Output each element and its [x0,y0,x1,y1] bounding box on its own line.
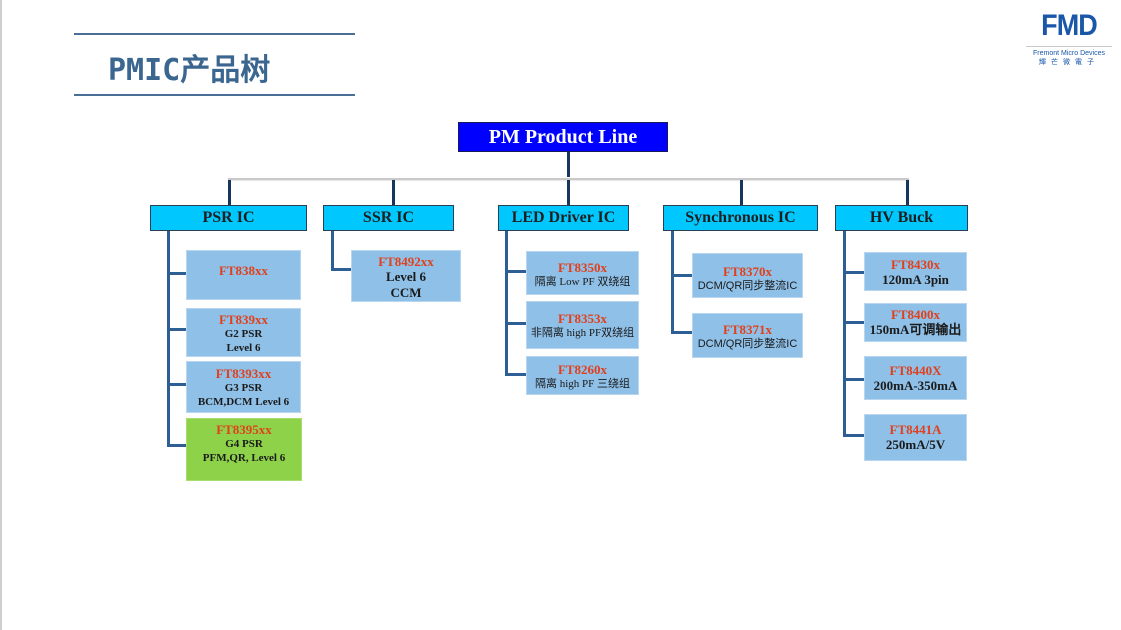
product-node-highlighted: FT8395xx G4 PSR PFM,QR, Level 6 [186,418,302,481]
sync-trunk [671,231,674,333]
category-synchronous-ic: Synchronous IC [663,205,818,231]
led-branch [505,322,527,325]
product-code: FT8260x [557,362,608,377]
psr-trunk [167,231,170,447]
product-desc: 隔离 Low PF 双绕组 [534,276,631,288]
category-hv-buck: HV Buck [835,205,968,231]
product-code: FT8370x [722,264,773,279]
psr-branch [167,328,187,331]
hvbuck-branch [843,378,865,381]
category-psr-ic: PSR IC [150,205,307,231]
category-ssr-ic: SSR IC [323,205,454,231]
product-node: FT8492xx Level 6 CCM [351,250,461,302]
product-node: FT8393xx G3 PSR BCM,DCM Level 6 [186,361,301,413]
psr-branch [167,444,187,447]
product-code: FT8393xx [215,366,272,381]
product-desc: 隔离 high PF 三绕组 [534,378,631,390]
drop-hvbuck [906,180,909,206]
product-code: FT8492xx [378,254,434,269]
logo-company-cn: 輝芒微電子 [1039,58,1099,66]
product-node: FT8370x DCM/QR同步整流IC [692,253,803,298]
hvbuck-branch [843,434,865,437]
product-desc: DCM/QR同步整流IC [697,280,798,292]
product-code: FT838xx [218,263,269,278]
hvbuck-trunk [843,231,846,437]
drop-psr [228,180,231,206]
ssr-branch [331,268,352,271]
product-desc: 200mA-350mA [873,378,958,393]
product-code: FT8441A [889,422,942,437]
product-code: FT8400x [890,307,941,322]
product-desc: Level 6 [226,342,261,354]
product-desc: 250mA/5V [885,437,946,452]
company-logo: FMD Fremont Micro Devices 輝芒微電子 [1024,10,1114,67]
product-node: FT8353x 非隔离 high PF双绕组 [526,301,639,349]
led-branch [505,373,527,376]
root-connector [567,152,570,177]
drop-sync [740,180,743,206]
product-node: FT839xx G2 PSR Level 6 [186,308,301,357]
logo-divider [1026,46,1112,47]
hvbuck-branch [843,321,865,324]
product-desc: G4 PSR [225,438,263,450]
product-desc: DCM/QR同步整流IC [697,338,798,350]
product-desc: G3 PSR [224,382,263,394]
product-desc: PFM,QR, Level 6 [202,452,286,464]
sync-branch [671,274,694,277]
product-desc: 120mA 3pin [882,272,949,287]
psr-branch [167,272,187,275]
product-desc: BCM,DCM Level 6 [197,396,290,408]
product-node: FT8440X 200mA-350mA [864,356,967,400]
product-code: FT8371x [722,322,773,337]
product-node: FT838xx [186,250,301,300]
product-desc: 非隔离 high PF双绕组 [530,327,635,339]
drop-ssr [392,180,395,206]
product-desc: G2 PSR [224,328,263,340]
product-node: FT8260x 隔离 high PF 三绕组 [526,356,639,395]
led-branch [505,270,527,273]
product-node: FT8441A 250mA/5V [864,414,967,461]
product-node: FT8371x DCM/QR同步整流IC [692,313,803,358]
category-led-driver-ic: LED Driver IC [498,205,629,231]
product-node: FT8350x 隔离 Low PF 双绕组 [526,251,639,295]
led-trunk [505,231,508,376]
drop-led [567,180,570,206]
page-title: PMIC产品树 [108,53,271,88]
title-rule-bottom [74,94,355,96]
psr-branch [167,383,187,386]
product-node: FT8400x 150mA可调输出 [864,303,967,342]
title-rule-top [74,33,355,35]
product-desc: 150mA可调输出 [869,322,962,337]
logo-mark: FMD [1041,9,1098,42]
product-node: FT8430x 120mA 3pin [864,252,967,291]
root-node: PM Product Line [458,122,668,152]
category-bus-line [228,178,909,180]
hvbuck-branch [843,271,865,274]
slide-left-edge [0,0,2,630]
product-desc: CCM [390,285,422,300]
product-code: FT839xx [218,312,269,327]
product-code: FT8350x [557,260,608,275]
product-code: FT8395xx [216,422,272,437]
logo-company-en: Fremont Micro Devices [1033,50,1105,57]
product-code: FT8430x [890,257,941,272]
sync-branch [671,331,694,334]
product-code: FT8440X [889,363,942,378]
product-code: FT8353x [557,311,608,326]
ssr-trunk [331,231,334,271]
product-desc: Level 6 [385,269,427,284]
